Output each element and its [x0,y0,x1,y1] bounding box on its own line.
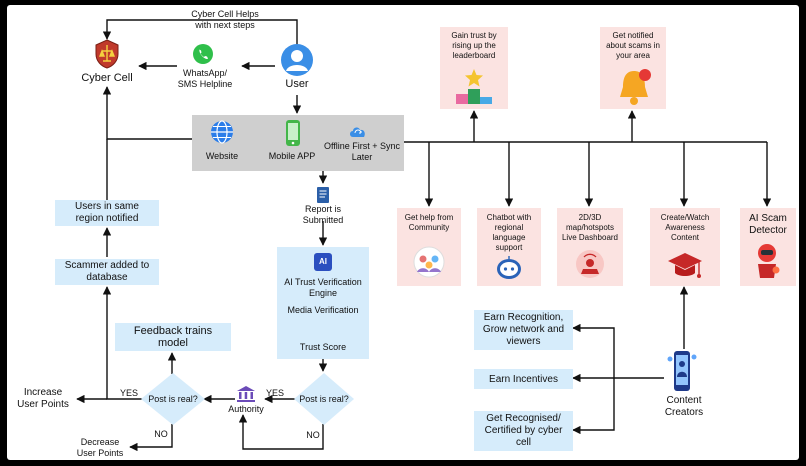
feedback-label: Feedback trains model [133,325,213,349]
scam-detector-label: AI Scam Detector [749,213,787,236]
cloud-sync-icon [348,122,368,140]
authority-label: Authority [228,404,264,414]
community-label: Get help from Community [404,213,454,232]
cyber-cell-helps-label: Cyber Cell Helps with next steps [191,9,259,30]
whatsapp-helpline-label: WhatsApp/ SMS Helpline [177,68,233,89]
no-left-label: NO [154,429,168,439]
increase-points-label: Increase User Points [17,387,69,410]
scam-detector-robot-icon [752,242,782,282]
user-label: User [285,78,309,90]
leaderboard-podium-icon [454,67,494,105]
earn-incentives-label: Earn Incentives [489,374,558,385]
content-creator-icon [666,349,698,393]
user-avatar-icon [280,43,314,77]
scam-notification-label: Get notified about scams in your area [606,31,660,60]
content-creators-label: Content Creators [664,395,704,418]
ai-engine-label: AI Trust Verification Engine [284,277,362,298]
users-notified-label: Users in same region notified [75,201,139,224]
report-document-icon [315,186,331,204]
website-label: Website [205,151,239,161]
post-real-diamond-left [140,372,206,426]
authority-building-icon [236,385,256,403]
awareness-label: Create/Watch Awareness Content [660,213,710,242]
no-right-label: NO [306,430,320,440]
globe-icon [210,120,234,144]
whatsapp-icon [192,43,214,65]
map-dashboard-label: 2D/3D map/hotspots Live Dashboard [561,213,619,242]
earn-recognition-box [474,310,573,350]
map-hotspot-icon [575,249,605,279]
earn-incentives-box [474,369,573,389]
graduation-cap-icon [667,251,703,281]
yes-right-label: YES [265,388,284,398]
decrease-points-label: Decrease User Points [76,437,124,458]
report-submitted-label: Report is Submitted [302,204,344,225]
get-recognised-label: Get Recognised/ Certified by cyber cell [484,413,563,448]
scammer-added-box [55,259,159,285]
cyber-cell-label: Cyber Cell [81,72,133,84]
post-real-diamond-right [293,372,355,426]
offline-sync-label: Offline First + Sync Later [323,141,401,162]
get-recognised-box [474,411,573,451]
mobile-app-label: Mobile APP [268,151,316,161]
flowchart-canvas: Cyber Cell Helps with next steps Cyber C… [7,5,799,460]
notification-bell-icon [614,67,654,107]
connector-lines [76,19,772,452]
post-real-left-label: Post is real? [148,394,198,404]
community-people-icon [413,246,445,278]
ai-chip-icon: AI [314,253,332,271]
earn-recognition-label: Earn Recognition, Grow network and viewe… [482,312,565,347]
chatbot-robot-icon [495,254,523,282]
trust-score-label: Trust Score [299,342,347,352]
media-verification-label: Media Verification [287,305,359,315]
feedback-box [115,323,231,351]
chatbot-label: Chatbot with regional language support [486,213,532,252]
shield-justice-icon [94,39,120,69]
users-notified-box [55,200,159,226]
leaderboard-label: Gain trust by rising up the leaderboard [451,31,497,60]
post-real-right-label: Post is real? [299,394,349,404]
scammer-added-label: Scammer added to database [64,260,150,283]
mobile-phone-icon [285,119,301,147]
yes-left-label: YES [119,388,138,398]
